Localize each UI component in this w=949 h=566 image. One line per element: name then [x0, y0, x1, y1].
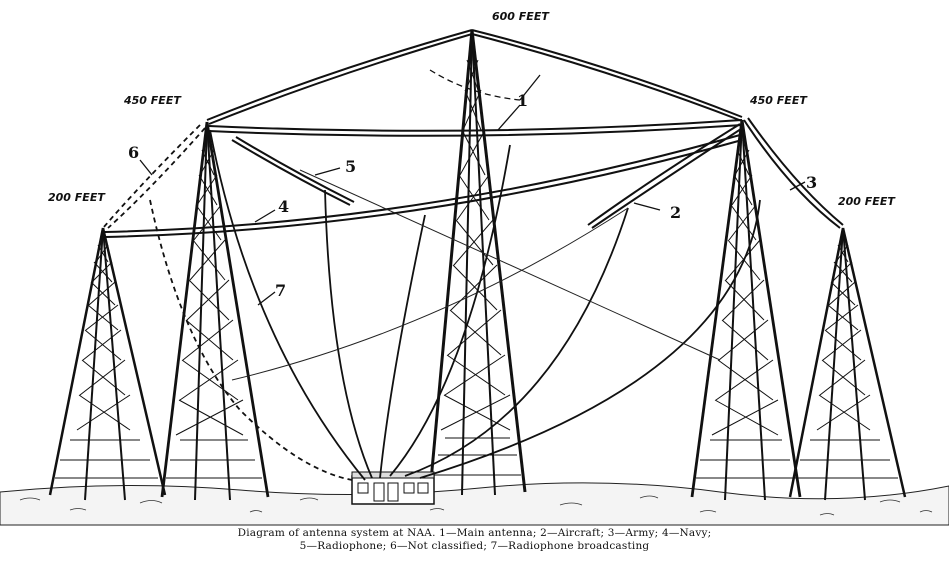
height-label-right-mid: 450 FEET	[749, 94, 808, 107]
tower-right-outer	[788, 227, 907, 501]
radiophone-antenna	[231, 136, 355, 206]
not-classified-antenna	[102, 124, 353, 481]
tower-left-mid	[160, 121, 270, 501]
downleads	[209, 129, 761, 481]
callout-4: 4	[278, 197, 289, 216]
height-label-left-outer: 200 FEET	[48, 191, 106, 204]
navy-antenna	[104, 134, 743, 238]
height-label-center: 600 FEET	[492, 10, 550, 23]
callout-7: 7	[275, 281, 286, 300]
callout-6: 6	[128, 143, 139, 162]
callout-1: 1	[517, 91, 528, 110]
army-antenna	[743, 117, 844, 229]
guy-wires	[231, 169, 721, 381]
height-label-left-mid: 450 FEET	[123, 94, 182, 107]
callout-3: 3	[806, 173, 817, 192]
callout-2: 2	[670, 203, 681, 222]
main-antenna	[206, 29, 743, 137]
tower-center	[428, 29, 527, 496]
height-label-right-outer: 200 FEET	[838, 195, 896, 208]
tower-right-mid	[690, 119, 802, 501]
caption-line-1: Diagram of antenna system at NAA. 1—Main…	[237, 527, 712, 539]
ground	[0, 482, 949, 526]
callout-5: 5	[345, 157, 356, 176]
tower-left-outer	[48, 227, 167, 501]
caption-line-2: 5—Radiophone; 6—Not classified; 7—Radiop…	[299, 540, 650, 552]
